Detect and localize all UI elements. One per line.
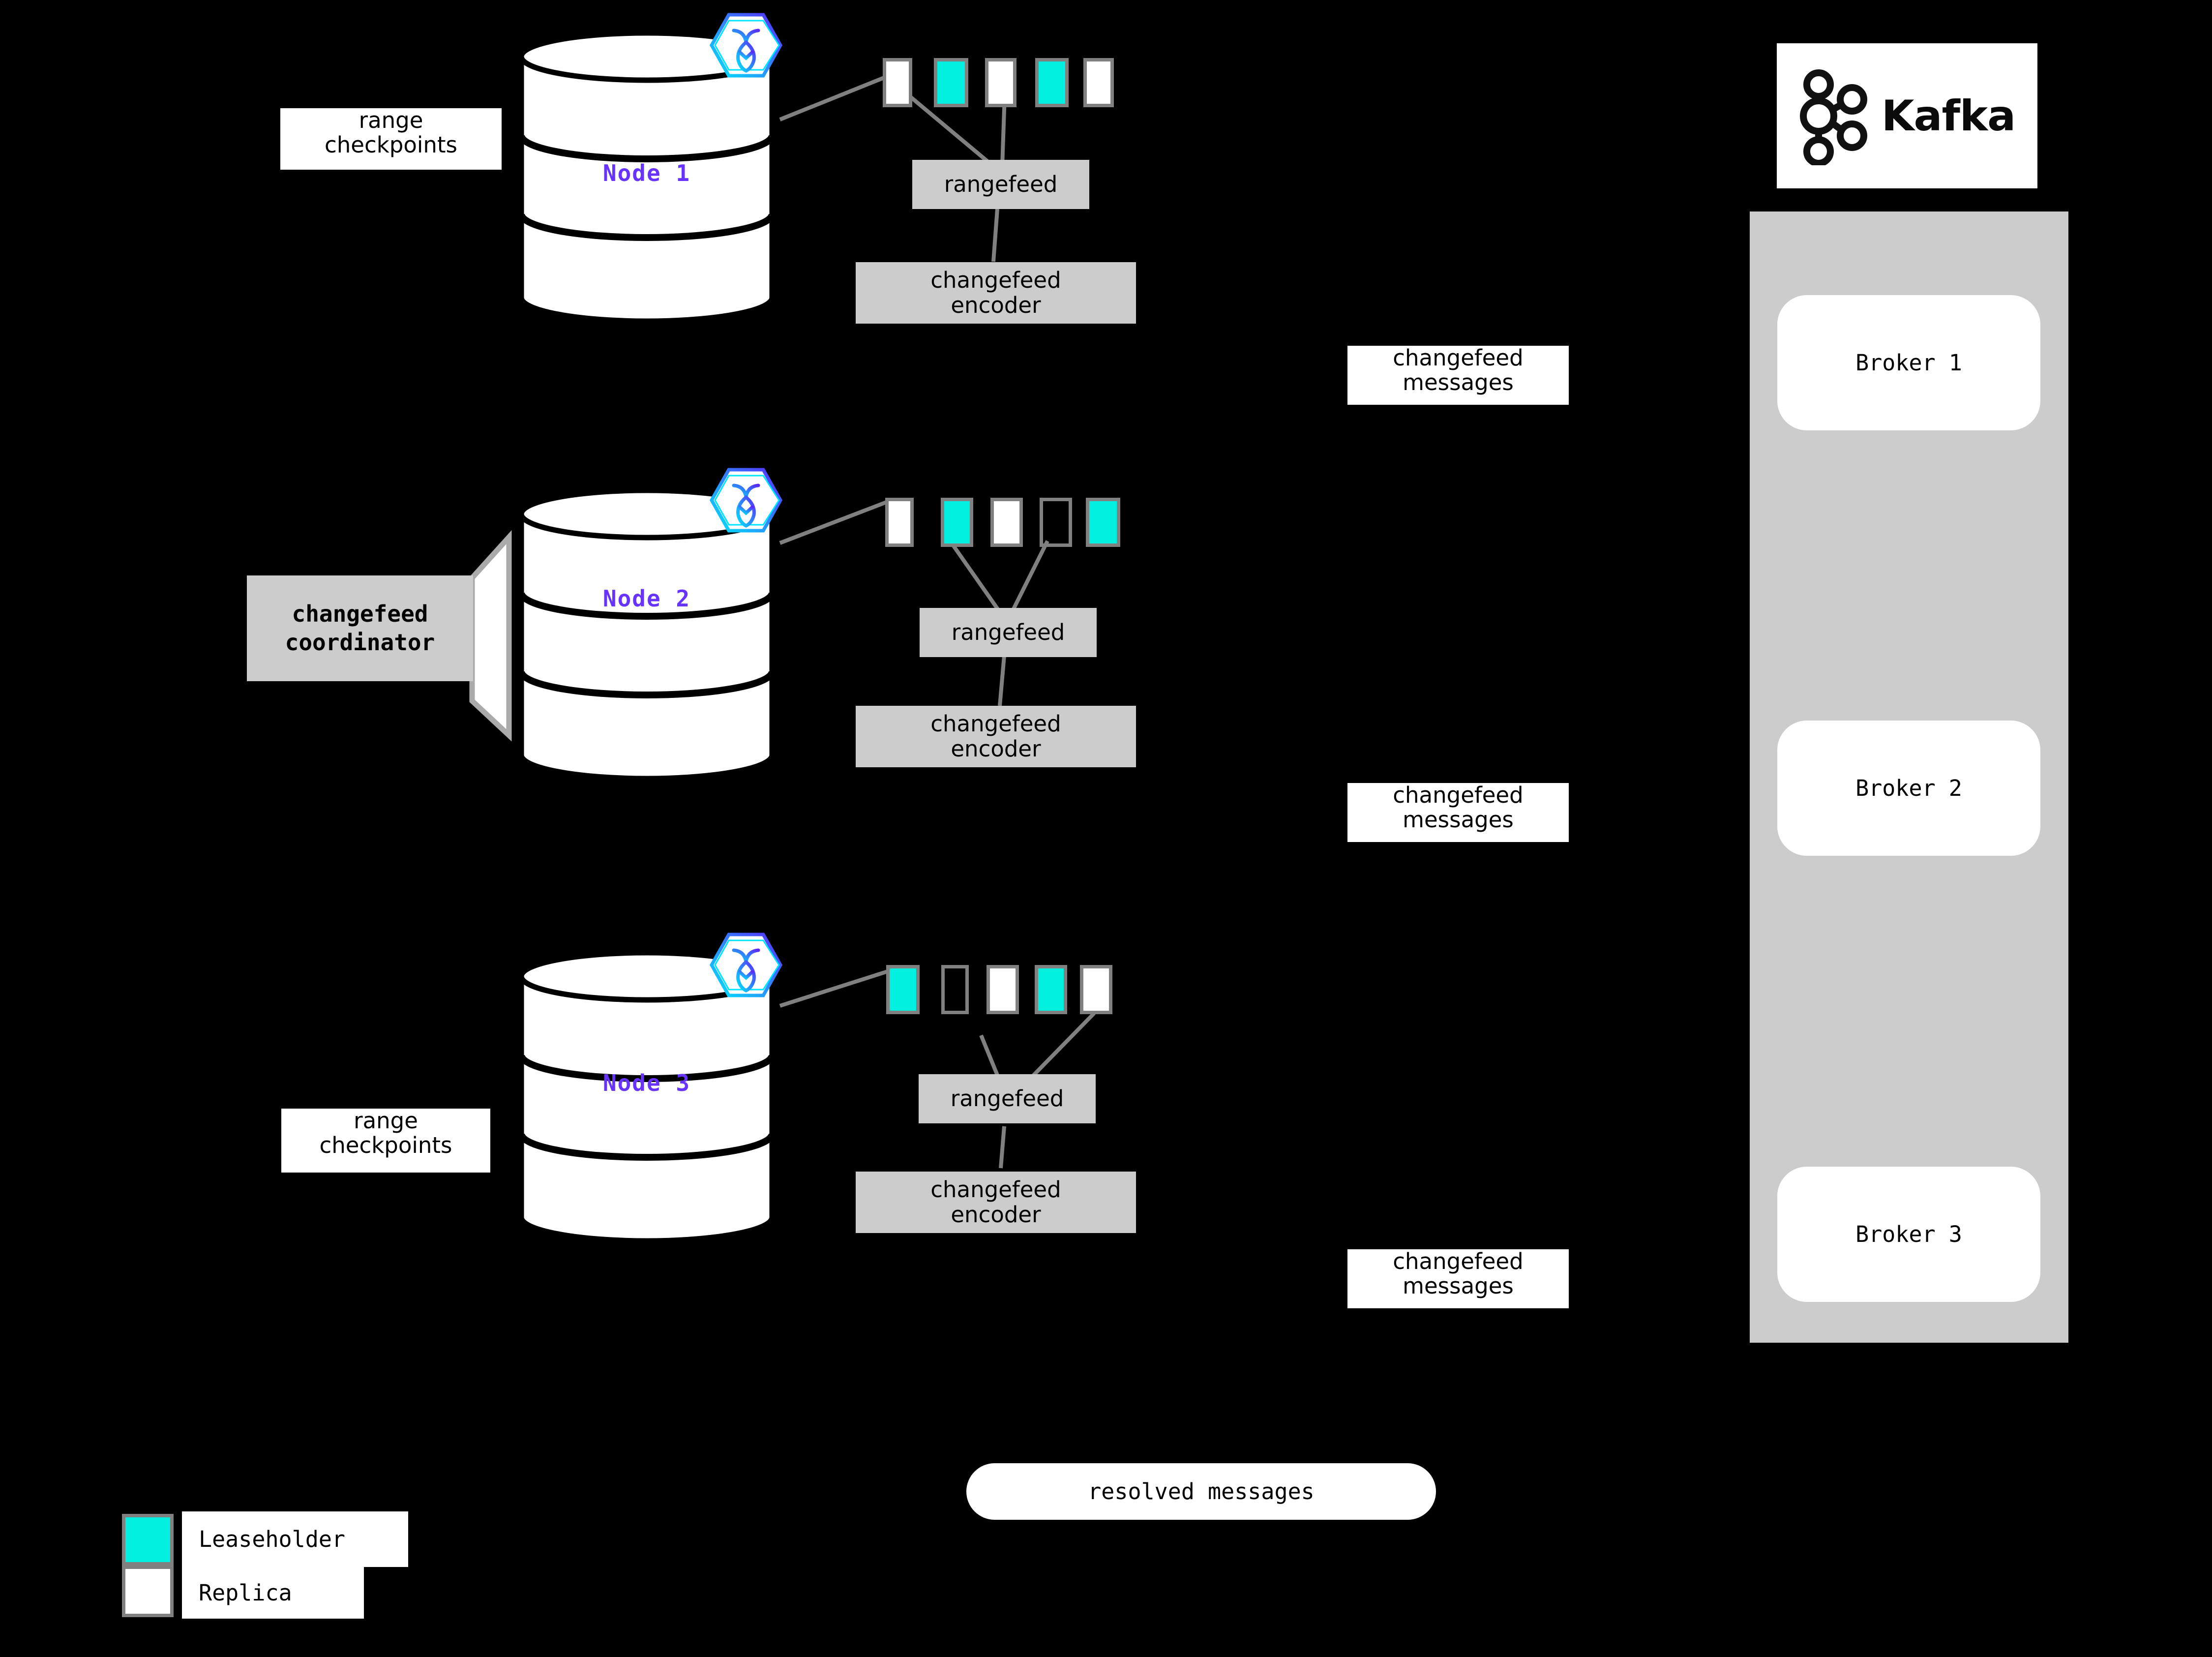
node-3-changefeed-encoder-box[interactable]: changefeed encoder [856, 1172, 1136, 1233]
legend-label-leaseholder: Leaseholder [182, 1511, 408, 1567]
node-1-changefeed-encoder-box[interactable]: changefeed encoder [856, 262, 1136, 324]
broker-item-1[interactable]: Broker 1 [1777, 295, 2040, 430]
cockroachdb-hex-icon [709, 465, 783, 539]
kafka-nodes-icon [1799, 67, 1873, 167]
node-3-range-checkpoints-label: range checkpoints [281, 1109, 490, 1173]
node-1-rangefeed-box[interactable]: rangefeed [912, 160, 1089, 209]
node-1-range-1[interactable] [883, 58, 912, 107]
cockroachdb-hex-icon [709, 10, 783, 84]
node-1-range-checkpoints-label: range checkpoints [280, 108, 502, 170]
node-1-range-3[interactable] [985, 58, 1016, 107]
node-1-range-4[interactable] [1035, 58, 1069, 107]
node-2-range-5[interactable] [1086, 498, 1120, 547]
node-1-label: Node 1 [602, 160, 691, 186]
broker-item-2[interactable]: Broker 2 [1777, 721, 2040, 856]
cockroachdb-hex-icon [709, 930, 783, 1003]
node-3-label: Node 3 [602, 1070, 691, 1096]
node-2-rangefeed-box[interactable]: rangefeed [920, 608, 1097, 657]
legend-swatch-leaseholder [122, 1514, 174, 1566]
legend-swatch-replica [122, 1566, 174, 1617]
node-2-range-1[interactable] [885, 498, 914, 547]
node-2-changefeed-encoder-box[interactable]: changefeed encoder [856, 706, 1136, 767]
kafka-wordmark: Kafka [1881, 91, 2016, 141]
node-3-range-1[interactable] [886, 965, 920, 1014]
node-2-range-4[interactable] [1040, 498, 1072, 547]
node-2-range-2[interactable] [941, 498, 973, 547]
node-3-range-2[interactable] [941, 965, 969, 1014]
changefeed-coordinator-box[interactable]: changefeed coordinator [247, 575, 473, 681]
node-1-range-2[interactable] [934, 58, 968, 107]
node-3-range-5[interactable] [1080, 965, 1112, 1014]
node-3-changefeed-messages-label: changefeed messages [1347, 1249, 1569, 1308]
node-2-range-3[interactable] [990, 498, 1023, 547]
resolved-messages-pill: resolved messages [966, 1463, 1436, 1520]
node-1-changefeed-messages-label: changefeed messages [1347, 346, 1569, 405]
legend-label-replica: Replica [182, 1567, 364, 1619]
kafka-logo: Kafka [1777, 43, 2037, 188]
broker-item-3[interactable]: Broker 3 [1777, 1167, 2040, 1302]
node-1-range-5[interactable] [1083, 58, 1114, 107]
node-3-rangefeed-box[interactable]: rangefeed [919, 1074, 1096, 1123]
node-3-range-4[interactable] [1035, 965, 1067, 1014]
node-2-label: Node 2 [602, 585, 691, 612]
node-3-cylinder: Node 3 [516, 949, 777, 1244]
node-2-changefeed-messages-label: changefeed messages [1347, 783, 1569, 842]
node-3-range-3[interactable] [986, 965, 1019, 1014]
